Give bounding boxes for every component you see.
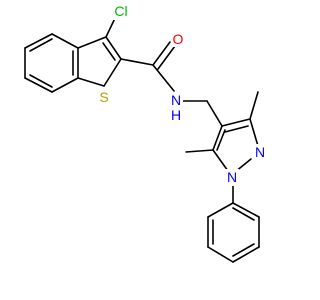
bond (105, 36, 122, 60)
bond (232, 246, 260, 263)
bond (207, 202, 234, 218)
double-bond-inner (232, 207, 255, 221)
bond (103, 58, 122, 87)
amide-hydrogen-label: H (171, 107, 181, 123)
double-bond-inner (29, 38, 53, 52)
bond (24, 77, 53, 93)
pyrazole-nitrogen-1-label: N (227, 169, 237, 185)
bond (120, 58, 154, 66)
bond (206, 100, 223, 127)
double-bond-outer (157, 45, 176, 70)
atom-labels: Cl O S N H N N (97, 3, 267, 186)
double-bond-inner (216, 129, 226, 151)
bond (77, 36, 107, 49)
bond (51, 33, 79, 49)
bond (249, 91, 259, 120)
double-bond-inner (224, 125, 249, 133)
amide-nitrogen-atom: N H (169, 92, 183, 123)
double-bond-inner (29, 74, 53, 88)
sulfur-atom: S (97, 88, 111, 105)
chemical-structure-diagram: Cl O S N H N N (24, 3, 267, 263)
bond (185, 149, 214, 153)
pyrazole-nitrogen-2-atom: N (253, 144, 267, 161)
chlorine-label: Cl (114, 3, 127, 19)
double-bond-inner (232, 243, 255, 257)
bond (24, 33, 53, 49)
bond (77, 77, 105, 87)
pyrazole-nitrogen-1-atom: N (225, 169, 239, 186)
double-bond-inner (102, 42, 116, 61)
bond (212, 149, 229, 172)
bond (221, 118, 251, 127)
bond (152, 64, 175, 92)
pyrazole-nitrogen-2-label: N (255, 144, 265, 160)
bond (232, 202, 260, 218)
sulfur-label: S (99, 89, 108, 105)
oxygen-atom: O (171, 30, 185, 47)
bonds (24, 13, 260, 263)
bond (207, 246, 234, 263)
chlorine-atom: Cl (110, 3, 132, 20)
bond (249, 118, 259, 147)
bond (152, 41, 171, 66)
oxygen-label: O (173, 31, 184, 47)
amide-nitrogen-label: N (171, 92, 181, 108)
bond (212, 125, 223, 151)
bond (51, 77, 79, 93)
